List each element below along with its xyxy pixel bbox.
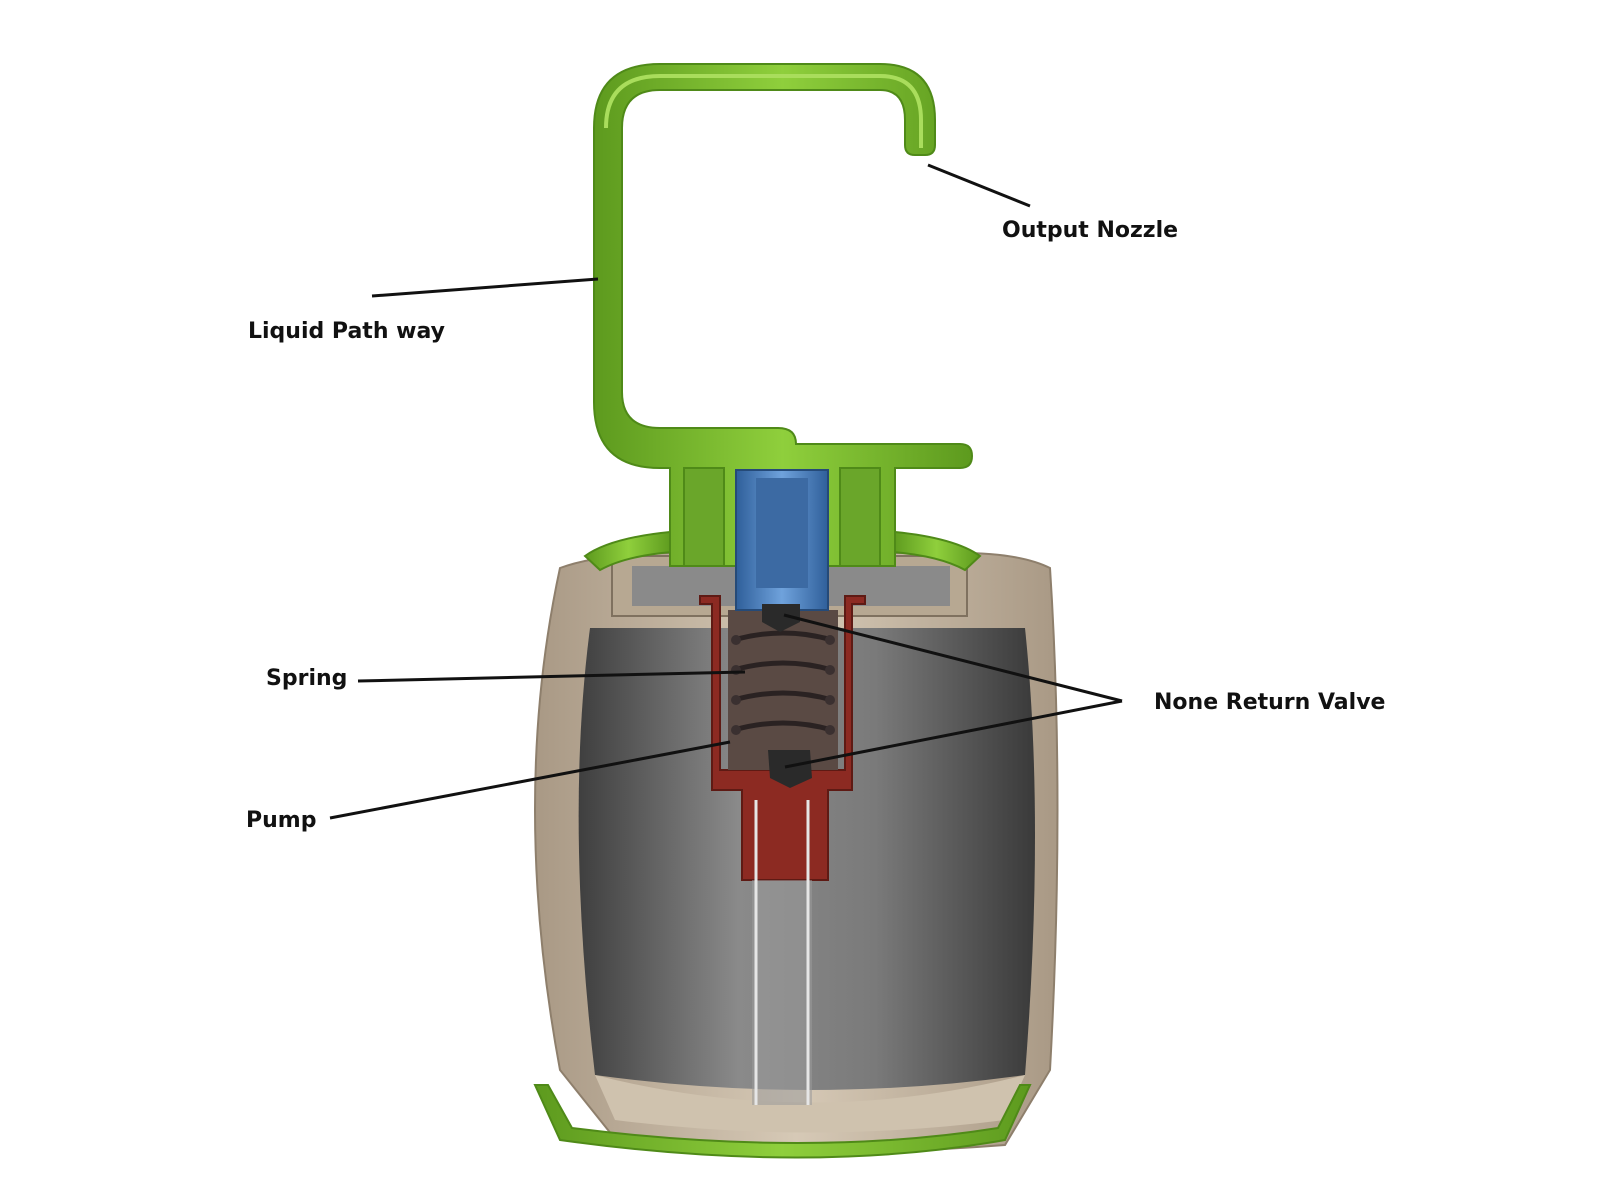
cap-shoulder-right [891,530,982,572]
spring-label: Spring [266,666,348,691]
liquid-pathway-channel [604,74,923,148]
valve-stem-bore [756,478,808,588]
leader-output-nozzle [927,163,1031,208]
leader-nrv-lower [784,699,1123,769]
dip-tube [752,880,812,1105]
actuator-stem-left [683,467,725,567]
leader-spring [357,670,746,683]
leader-lines [329,163,1123,820]
leader-pump [329,740,731,820]
output-nozzle-label: Output Nozzle [1002,218,1179,243]
lower-valve-ball [768,750,812,788]
actuator-stem-right [839,467,881,567]
liquid-pathway-tube [593,63,974,567]
pump-label: Pump [246,808,317,833]
leader-liquid-path-way [371,277,599,298]
upper-valve-ball [762,604,800,632]
liquid-path-way-label: Liquid Path way [248,319,445,344]
spring-coils [733,630,833,733]
leader-nrv-upper [783,613,1123,703]
base-rim [533,1084,1032,1159]
none-return-valve-label: None Return Valve [1154,690,1386,715]
